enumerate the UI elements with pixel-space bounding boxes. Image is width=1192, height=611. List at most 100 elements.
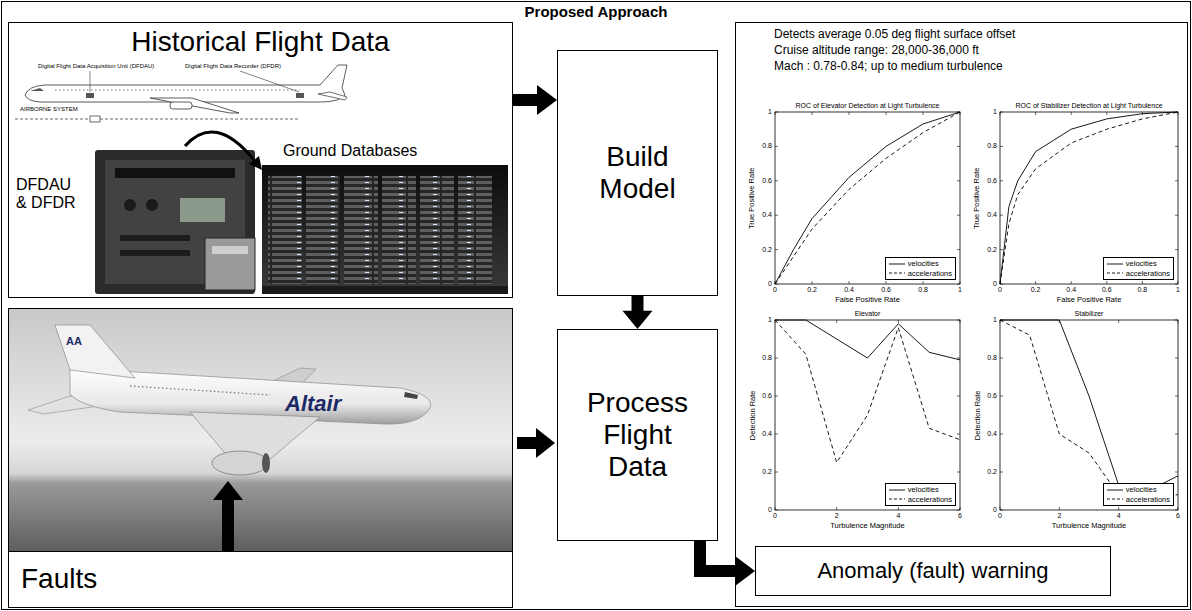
input-arrow [517, 428, 555, 458]
aircraft-schematic [296, 93, 304, 98]
aircraft-schematic [318, 92, 347, 100]
legend-row: velocities [889, 485, 952, 494]
tick-label: 0 [773, 512, 777, 520]
tick-mark [836, 507, 837, 510]
solid-sample [1107, 489, 1123, 490]
tick-label: 0.8 [987, 354, 997, 362]
aircraft-schematic [86, 93, 94, 98]
schematic-label: Digital Flight Data Recorder (DFDR) [185, 63, 281, 70]
legend-sample [889, 261, 905, 267]
tick-label: 1 [958, 286, 962, 294]
dashed-curve [775, 320, 960, 463]
server-room [306, 176, 340, 284]
airplane-photo [9, 309, 513, 608]
arrow-head [537, 85, 557, 115]
dfdau-device [205, 238, 255, 290]
tick-mark [1175, 249, 1178, 250]
tick-label: 0.4 [1066, 286, 1076, 294]
line-chart [1000, 320, 1178, 510]
tick-label: 1 [1176, 286, 1180, 294]
dfdau-device [95, 150, 255, 294]
axis-label: Detection Rate [974, 390, 983, 440]
node-text: Process Flight Data [580, 387, 695, 484]
tick-label: 0.6 [762, 392, 772, 400]
tick-mark [1175, 284, 1178, 285]
tick-label: 0.2 [987, 468, 997, 476]
tick-mark [957, 180, 960, 181]
line-chart [775, 320, 960, 510]
tick-label: 0.6 [881, 286, 891, 294]
tick-label: 0.8 [762, 142, 772, 150]
dfdau-device [120, 235, 190, 241]
legend-text: velocities [1126, 485, 1157, 494]
legend-text: accelerations [1126, 495, 1170, 504]
axis-label: True Positive Rate [974, 167, 983, 228]
tick-label: 0.6 [762, 177, 772, 185]
input-arrow [517, 437, 537, 449]
legend-sample [1107, 261, 1123, 267]
tick-mark [957, 320, 960, 321]
tick-mark [1175, 215, 1178, 216]
tick-label: 0 [768, 506, 772, 514]
plot-frame [775, 112, 960, 284]
tick-label: 0 [773, 286, 777, 294]
legend-sample [1107, 496, 1123, 502]
legend-row: velocities [1107, 485, 1170, 494]
tick-label: 0.2 [807, 286, 817, 294]
tick-mark [775, 358, 778, 359]
axis-label: Turbulence Magnitude [830, 522, 904, 531]
tick-label: 1 [993, 316, 997, 324]
dashed-sample [889, 499, 905, 500]
tick-mark [1035, 281, 1036, 284]
node-text: Faults [21, 563, 97, 595]
tick-mark [957, 215, 960, 216]
arrow-head [735, 556, 755, 586]
legend-sample [889, 270, 905, 276]
solid-curve [775, 112, 960, 284]
tick-mark [960, 320, 961, 323]
server-room [268, 176, 302, 284]
tick-label: 1 [768, 316, 772, 324]
dfdau-device [115, 168, 235, 178]
axis-label: Turbulence Magnitude [1052, 522, 1126, 531]
tick-mark [775, 472, 778, 473]
tick-mark [1000, 472, 1003, 473]
tick-mark [849, 112, 850, 115]
solid-sample [1107, 263, 1123, 264]
tail-logo: AA [66, 335, 82, 348]
fault-label-box: Faults [8, 551, 513, 608]
schematic-label: Digital Flight Data Acquisition Unit (DF… [38, 63, 154, 70]
tick-mark [886, 281, 887, 284]
server-room [344, 176, 378, 284]
node-text: Historical Flight Data [131, 26, 389, 58]
solid-curve [1000, 112, 1178, 284]
node-text: Cruise altitude range: 28,000-36,000 ft [774, 43, 979, 59]
tick-label: 0.4 [762, 430, 772, 438]
aircraft-schematic [240, 71, 299, 92]
process-box: Build Model [557, 50, 718, 296]
legend-text: velocities [908, 259, 939, 268]
tick-mark [775, 112, 778, 113]
tick-label: 2 [1057, 512, 1061, 520]
results-panel: Detects average 0.05 deg flight surface … [735, 22, 1188, 607]
airplane-photo [8, 308, 513, 608]
dashed-curve [775, 112, 960, 284]
dfdau-device [180, 198, 225, 222]
tick-mark [1142, 281, 1143, 284]
image-label: Ground Databases [283, 142, 417, 160]
tick-mark [957, 358, 960, 359]
tick-mark [775, 112, 776, 115]
chart-legend: velocitiesaccelerations [885, 257, 956, 280]
airplane-photo [212, 451, 268, 475]
tick-mark [1000, 180, 1003, 181]
solid-sample [889, 489, 905, 490]
legend-sample [889, 496, 905, 502]
tick-label: 4 [1117, 512, 1121, 520]
axis-label: Detection Rate [749, 390, 758, 440]
warning-box: Anomaly (fault) warning [755, 546, 1111, 596]
tick-mark [1175, 320, 1178, 321]
tick-mark [957, 146, 960, 147]
plot-frame [1000, 112, 1178, 284]
